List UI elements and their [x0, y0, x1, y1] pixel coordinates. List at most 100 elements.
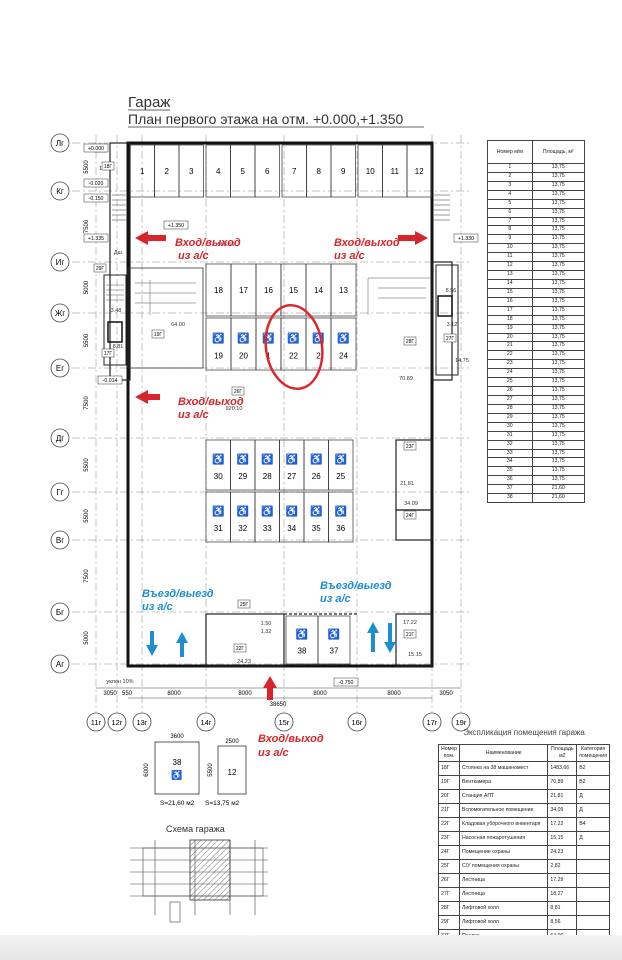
axis-label: 14г [200, 718, 211, 727]
accessible-icon: ♿ [328, 628, 340, 641]
spot-area-cell: 13,75 [531, 466, 586, 477]
axis-dimension: 5500 [84, 458, 90, 472]
spot-area-cell: 13,75 [531, 278, 586, 289]
spot-number-cell: 3 [487, 180, 533, 191]
spot-number-cell: 11 [487, 252, 533, 263]
room-tag: 17Г [104, 351, 113, 357]
room-area-cell: 17,29 [547, 873, 578, 888]
room-category-cell [576, 915, 610, 930]
spot-area-cell: 13,75 [531, 180, 586, 191]
axis-label: Вг [56, 536, 64, 545]
axis-total-dimension: 38650 [270, 702, 287, 708]
expl-header-category: Категория помещения [576, 744, 610, 762]
spot-number: 1 [266, 352, 271, 361]
room-area-label: 3.12 [447, 322, 458, 328]
spot-area-cell: 13,75 [531, 475, 586, 486]
drive-label-right-2: из а/с [320, 593, 351, 605]
title-line2: План первого этажа на отм. +0.000,+1.350 [128, 111, 403, 127]
accessible-icon: ♿ [296, 628, 308, 641]
explication-table: Номер пом. Наименование Площадь м2 Катег… [438, 744, 610, 958]
entry-label-left-top-2: из а/с [178, 250, 209, 262]
spot-area-cell: 13,75 [531, 305, 586, 316]
axis-bubble [50, 602, 70, 622]
axis-label: 15г [278, 718, 289, 727]
spot-number: 33 [263, 524, 272, 533]
legend-small-area: S=13,75 м2 [205, 800, 240, 807]
axis-label: Ег [56, 364, 64, 373]
room-area-label: 17.22 [403, 620, 417, 626]
accessible-icon: ♿ [212, 453, 224, 466]
room-area-cell: 15,15 [547, 831, 578, 846]
spot-area-cell: 13,75 [531, 421, 586, 432]
legend-big-area: S=21,60 м2 [160, 800, 195, 807]
axis-dimension: 7500 [84, 569, 90, 583]
spot-number-cell: 18 [487, 314, 533, 325]
axis-bubble [50, 428, 70, 448]
accessible-icon: ♿ [212, 505, 224, 518]
room-area-cell: 70,89 [547, 775, 578, 790]
spot-number: 17 [239, 286, 248, 295]
room-category-cell [576, 901, 610, 916]
axis-bubble [50, 654, 70, 674]
axis-dimension: 7500 [84, 219, 90, 233]
axis-bubble [196, 712, 216, 732]
spot-number-cell: 30 [487, 421, 533, 432]
spot-number-cell: 37 [487, 484, 533, 495]
room-category-cell [576, 873, 610, 888]
room-tag: 22Г [236, 646, 245, 652]
spot-number-cell: 22 [487, 350, 533, 361]
spot-number-cell: 29 [487, 412, 533, 423]
spot-number-cell: 38 [487, 493, 533, 504]
accessible-icon: ♿ [286, 505, 298, 518]
spot-number: 7 [292, 167, 297, 176]
spot-number: 12 [415, 167, 424, 176]
accessible-icon: ♿ [212, 331, 224, 344]
spot-number: 20 [239, 352, 248, 361]
accessible-icon: ♿ [261, 453, 273, 466]
room-number-cell: 26Г [438, 873, 460, 888]
legend-big-accessible-icon: ♿ [171, 769, 182, 780]
spot-number: 28 [263, 472, 272, 481]
explication-caption: Экспликация помещения гаража [463, 728, 585, 737]
spot-number-cell: 16 [487, 296, 533, 307]
room-area-cell: 2,82 [547, 859, 578, 874]
room-area-cell: 34,09 [547, 803, 578, 818]
spot-area-cell: 13,75 [531, 448, 586, 459]
axis-labels: Лг5500Кг7500Иг5000Жг5500Ег7500Дг5500Гг55… [50, 133, 471, 732]
spot-number-cell: 19 [487, 323, 533, 334]
spot-number: 14 [314, 286, 323, 295]
row-a-spot [328, 439, 354, 491]
room-area-label: 70.89 [399, 376, 413, 382]
spot-area-cell: 13,75 [531, 252, 586, 263]
axis-label: Иг [56, 258, 65, 267]
spot-area-cell: 13,75 [531, 394, 586, 405]
room-area-label: 34.09 [404, 501, 418, 507]
axis-label: Гг [56, 488, 63, 497]
accessible-icon: ♿ [286, 453, 298, 466]
room-category-cell [576, 859, 610, 874]
axis-dimension: 5000 [84, 631, 90, 645]
spot-area-cell: 13,75 [531, 314, 586, 325]
axis-dimension: 5500 [84, 333, 90, 347]
spot-number-cell: 15 [487, 287, 533, 298]
room-tag: 18Г [104, 164, 113, 170]
accessible-icon: ♿ [335, 505, 347, 518]
spot-area-cell: 13,75 [531, 430, 586, 441]
room-name-cell: Помещение охраны [458, 845, 549, 860]
spot-number: 6 [265, 167, 270, 176]
spot-number-cell: 7 [487, 216, 533, 227]
axis-label: 16г [351, 718, 362, 727]
